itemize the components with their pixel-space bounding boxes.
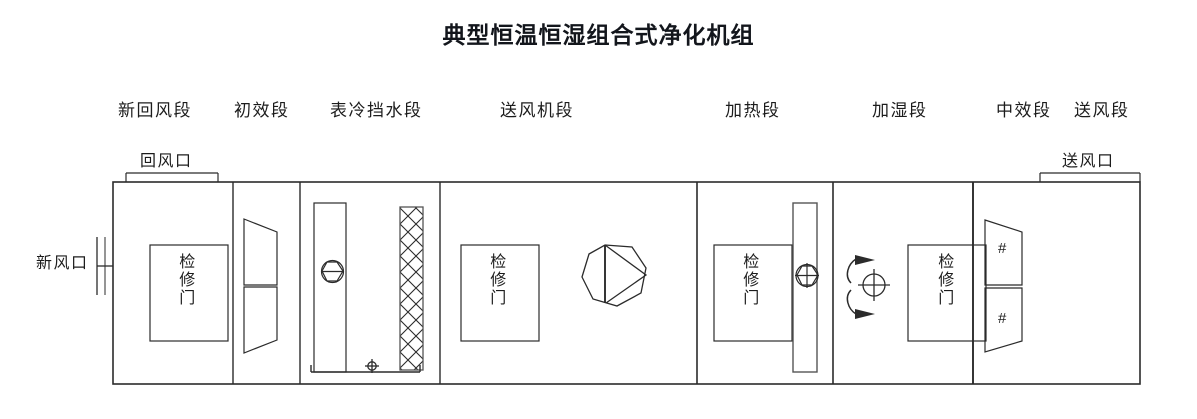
segment-label-cooling-coil-eliminator: 表冷挡水段 xyxy=(330,101,423,120)
segment-label-primary-filter: 初效段 xyxy=(234,101,290,120)
return-air-duct xyxy=(125,172,219,182)
steam-humidifier-symbol xyxy=(846,255,890,319)
section-dividers xyxy=(232,182,974,384)
access-door-label-3: 检修门 xyxy=(740,253,758,307)
fresh-air-port-label: 新风口 xyxy=(36,255,89,272)
segment-label-heating: 加热段 xyxy=(725,101,781,120)
segment-label-medium-filter: 中效段 xyxy=(996,101,1052,120)
supply-air-duct xyxy=(1039,172,1141,182)
page-title: 典型恒温恒湿组合式净化机组 xyxy=(442,22,755,48)
droplet-eliminator-symbol xyxy=(399,206,424,372)
medium-filter-mark-top: # xyxy=(998,240,1007,257)
segment-label-humidifier: 加湿段 xyxy=(872,101,928,120)
primary-filter-symbol xyxy=(243,218,278,354)
segment-label-fresh-return-air: 新回风段 xyxy=(118,101,192,120)
cooling-coil-symbol xyxy=(310,202,420,373)
heating-coil-symbol xyxy=(792,202,819,373)
access-door-label-4: 检修门 xyxy=(935,253,953,307)
supply-air-port-label: 送风口 xyxy=(1062,153,1115,170)
drain-crosshair-symbol xyxy=(365,359,379,373)
segment-label-supply-fan: 送风机段 xyxy=(500,101,574,120)
segment-label-supply-air: 送风段 xyxy=(1074,101,1130,120)
medium-filter-mark-bottom: # xyxy=(998,310,1007,327)
fresh-air-inlet-duct xyxy=(96,237,113,295)
ahu-outer-casing xyxy=(112,181,1141,385)
return-air-port-label: 回风口 xyxy=(140,153,193,170)
fan-symbol xyxy=(581,244,648,307)
access-door-label-2: 检修门 xyxy=(487,253,505,307)
access-door-label-1: 检修门 xyxy=(176,253,194,307)
